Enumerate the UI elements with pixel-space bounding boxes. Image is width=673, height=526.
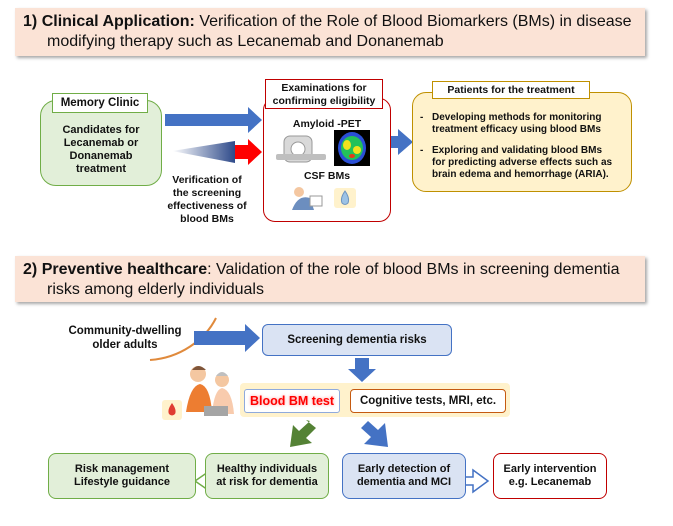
arrow-to-screening <box>194 324 260 352</box>
csf-bms-label: CSF BMs <box>303 170 351 182</box>
cognitive-tests-box: Cognitive tests, MRI, etc. <box>350 389 506 413</box>
patients-title: Patients for the treatment <box>432 81 590 99</box>
pet-scanner-image <box>276 134 326 166</box>
community-text: Community-dwelling older adults <box>68 325 182 351</box>
section2-text-line1: : Validation of the role of blood BMs in… <box>207 261 620 278</box>
section2-heading: Preventive healthcare <box>41 261 208 278</box>
arrow-green-diagonal <box>290 420 316 447</box>
arrow-to-examinations <box>165 107 262 133</box>
section1-text-line2: modifying therapy such as Lecanemab and … <box>47 33 444 50</box>
arrow-down-to-tests <box>348 358 376 382</box>
patients-bullet1: - Developing methods for monitoring trea… <box>420 112 602 135</box>
arrow-red <box>235 139 262 165</box>
section1-banner: 1) Clinical Application: Verification of… <box>15 8 645 56</box>
section2-text-line2: risks among elderly individuals <box>47 281 264 298</box>
section1-text-line1: Verification of the Role of Blood Biomar… <box>199 13 632 30</box>
brain-scan-image <box>334 130 370 166</box>
funnel-triangle <box>172 141 235 163</box>
blood-bm-test-box: Blood BM test <box>244 389 340 413</box>
examinations-header: Examinations for confirming eligibility <box>265 79 383 109</box>
amyloid-pet-label: Amyloid -PET <box>292 118 362 130</box>
blood-drop-icon <box>162 400 182 420</box>
patients-box <box>412 92 632 192</box>
verification-text: Verification of the screening effectiven… <box>167 174 247 225</box>
screening-box: Screening dementia risks <box>262 324 452 356</box>
csf-tube-icon <box>334 188 356 208</box>
section2-number: 2) <box>23 261 38 278</box>
section1-number: 1) <box>23 13 38 30</box>
lumbar-puncture-image <box>288 184 326 212</box>
memory-clinic-body: Candidates for Lecanemab or Donanemab tr… <box>62 124 140 175</box>
patients-bullet2: - Exploring and validating blood BMs for… <box>420 145 613 180</box>
memory-clinic-title: Memory Clinic <box>52 93 148 113</box>
section2-banner: 2) Preventive healthcare: Validation of … <box>15 256 645 302</box>
arrow-blue-diagonal <box>361 421 388 447</box>
section1-heading: Clinical Application: <box>41 13 195 30</box>
people-illustration <box>182 362 242 422</box>
memory-clinic-box <box>40 100 162 186</box>
orange-curve <box>149 317 217 361</box>
arrow-to-patients <box>391 129 413 155</box>
